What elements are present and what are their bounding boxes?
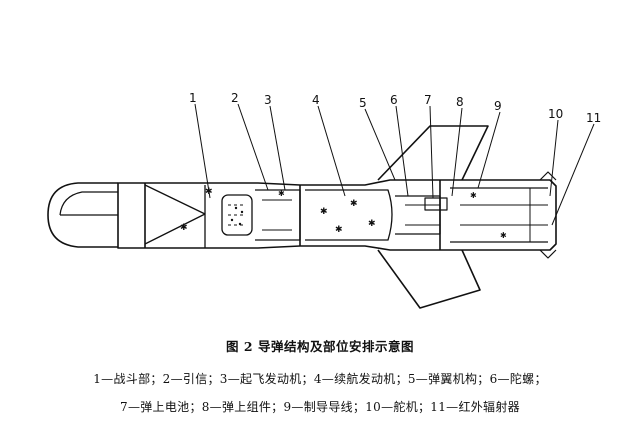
callout-6: 6 [390,93,398,107]
callout-9: 9 [494,99,502,113]
svg-text:✱: ✱ [368,219,376,229]
svg-text:✱: ✱ [350,199,358,209]
legend-line-1: 1—战斗部；2—引信；3—起飞发动机；4—续航发动机；5—弹翼机构；6—陀螺； [93,372,547,386]
figure-caption: 图 2 导弹结构及部位安排示意图 [226,339,414,354]
svg-text:✱: ✱ [320,207,328,217]
callout-3: 3 [264,93,272,107]
callout-10: 10 [548,107,563,121]
upper-wing [377,125,489,181]
svg-text:✱: ✱ [500,231,507,240]
nose-inner [59,191,118,216]
missile-structure-diagram: ✱ ✱ ✱ ✱ ✱ ✱ ✱ ✱ ✱ 1 2 3 4 5 6 7 8 9 10 [47,91,601,309]
callout-8: 8 [456,95,464,109]
nose-cone [47,182,118,248]
svg-text:✱: ✱ [470,191,477,200]
callout-2: 2 [231,91,239,105]
callout-4: 4 [312,93,320,107]
callout-5: 5 [359,96,367,110]
callout-1: 1 [189,91,197,105]
lower-wing [377,249,481,309]
svg-text:✱: ✱ [278,189,285,198]
svg-text:✱: ✱ [335,225,343,235]
leader-lines [194,103,595,226]
svg-text:✱: ✱ [180,223,188,233]
legend-line-2: 7—弹上电池；8—弹上组件；9—制导导线；10—舵机；11—红外辐射器 [120,400,520,414]
callout-7: 7 [424,93,432,107]
callout-11: 11 [586,111,601,125]
tail-fin [539,171,557,181]
